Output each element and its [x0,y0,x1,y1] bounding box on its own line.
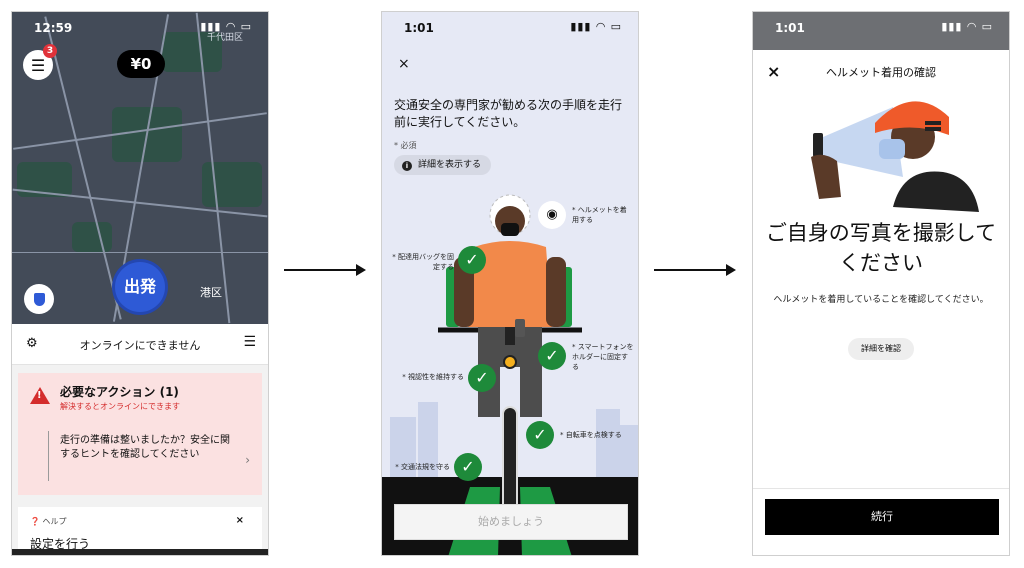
alert-body: 走行の準備は整いましたか？安全に関するヒントを確認してください [60,435,230,460]
hamburger-icon: ☰ [30,55,46,75]
step-helmet: * ヘルメットを着用する [572,206,627,224]
sheet-header: ⚙ オンラインにできません ☰ [12,324,268,365]
safety-toolkit-button[interactable] [24,284,54,314]
bottom-strip [12,549,268,555]
help-label-text: ヘルプ [42,517,67,526]
selfie-illustration [811,101,979,212]
help-card[interactable]: ❓ ヘルプ × 設定を行う [18,507,262,555]
start-button[interactable]: 始めましょう [394,504,628,540]
step-bag: * 配達用バッグを固定する [392,253,454,271]
close-icon[interactable]: × [398,56,410,72]
status-bar: 12:59 ▮▮▮ ◠ ▭ [12,12,268,42]
status-time: 1:01 [775,21,805,35]
continue-button[interactable]: 続行 [765,499,999,535]
list-icon[interactable]: ☰ [243,334,256,350]
check-icon: ✓ [468,364,496,392]
step-visibility: * 視認性を維持する [402,373,464,381]
earnings-balance[interactable]: ¥0 [117,50,165,78]
step-traffic-rules: * 交通法規を守る [395,463,450,471]
camera-icon[interactable]: ◉ [538,201,566,229]
check-icon: ✓ [526,421,554,449]
shield-icon [33,292,45,306]
instruction-text: ヘルメットを着用していることを確認してください。 [773,295,989,305]
status-time: 12:59 [34,21,73,35]
map-label-ward: 港区 [200,286,222,299]
help-label: ❓ ヘルプ [30,517,67,526]
divider [753,488,1009,489]
alert-title: 必要なアクション (1) [60,385,179,399]
checklist-title: 交通安全の専門家が勧める次の手順を走行前に実行してください。 [394,98,623,129]
screen-driver-home: 千代田区 12:59 ▮▮▮ ◠ ▭ ☰ 3 ¥0 出発 港区 ⚙ オンラインに… [11,11,269,556]
show-details-button[interactable]: i 詳細を表示する [394,155,492,175]
chevron-right-icon: › [245,453,250,467]
screen-safety-checklist: 1:01 ▮▮▮ ◠ ▭ × 交通安全の専門家が勧める次の手順を走行前に実行して… [381,11,639,556]
preferences-icon[interactable]: ⚙ [26,336,38,351]
check-icon: ✓ [454,453,482,481]
step-phone: * スマートフォンをホルダーに固定する [572,343,634,371]
warning-icon [30,387,50,404]
helmet-selfie-illustration [753,87,1009,212]
status-icons: ▮▮▮ ◠ ▭ [200,20,252,33]
status-icons: ▮▮▮ ◠ ▭ [941,20,993,33]
go-online-button[interactable]: 出発 [115,262,165,312]
flow-arrow [654,264,736,276]
setup-link[interactable]: 設定を行う [30,537,91,551]
divider [48,431,49,481]
status-bar: 1:01 ▮▮▮ ◠ ▭ [382,12,638,42]
alert-subtitle: 解決するとオンラインにできます [60,402,180,411]
action-required-card[interactable]: 必要なアクション (1) 解決するとオンラインにできます 走行の準備は整いました… [18,373,262,495]
sheet-title: ヘルメット着用の確認 [826,66,936,79]
view-details-button[interactable]: 詳細を確認 [848,338,914,360]
status-bar: 1:01 ▮▮▮ ◠ ▭ [753,12,1009,50]
helmet-check-sheet: × ヘルメット着用の確認 ご自身の写真を撮影してください ヘルメットを着用してい… [753,50,1009,555]
notification-badge: 3 [43,44,57,58]
flow-arrow [284,264,366,276]
check-icon: ✓ [458,246,486,274]
map-label-district: 千代田区 [207,33,244,43]
close-icon[interactable]: × [767,62,781,81]
required-note: * 必須 [394,141,417,150]
info-icon: i [402,161,412,171]
screen-helmet-check: 1:01 ▮▮▮ ◠ ▭ × ヘルメット着用の確認 ご自身の写真を撮影してくださ… [752,11,1010,556]
close-icon[interactable]: × [235,515,244,526]
status-sheet: ⚙ オンラインにできません ☰ 必要なアクション (1) 解決するとオンラインに… [12,324,268,555]
status-time: 1:01 [404,21,434,35]
check-icon: ✓ [538,342,566,370]
sheet-title: オンラインにできません [79,339,201,352]
show-details-label: 詳細を表示する [418,160,482,170]
status-icons: ▮▮▮ ◠ ▭ [570,20,622,33]
page-heading: ご自身の写真を撮影してください [765,221,997,275]
step-inspect-bike: * 自転車を点検する [560,431,622,439]
menu-button[interactable]: ☰ [23,50,53,80]
